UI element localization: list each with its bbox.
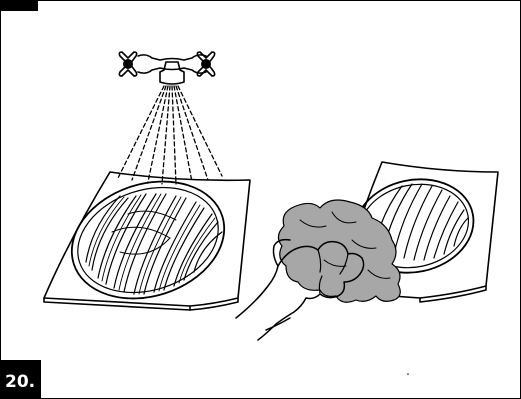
grille-left [43,171,251,311]
cleaning-cloth [277,199,401,303]
step-number-label: 20. [5,372,36,392]
faucet-icon [118,51,216,85]
step-number-box [0,360,41,399]
corner-tab [0,0,38,11]
water-spray [117,85,223,185]
speck [407,373,409,375]
hand-icon [235,238,365,341]
